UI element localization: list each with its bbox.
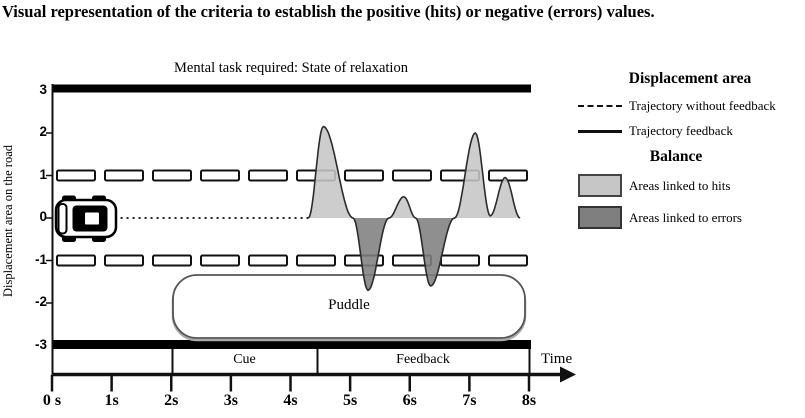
puddle-label: Puddle bbox=[328, 297, 370, 313]
legend-item-label: Areas linked to errors bbox=[629, 209, 742, 225]
lane-dash bbox=[200, 169, 240, 182]
road-boundary-top bbox=[52, 84, 531, 93]
time-tick-label: 0 s bbox=[42, 392, 62, 409]
y-tick-label: -3 bbox=[34, 336, 47, 352]
time-axis-label: Time bbox=[541, 351, 573, 367]
figure-caption: Visual representation of the criteria to… bbox=[2, 2, 655, 21]
lane-dash bbox=[248, 254, 288, 267]
band-dividers bbox=[51, 349, 531, 374]
lane-dash bbox=[200, 254, 240, 267]
lane-dash bbox=[152, 169, 192, 182]
puddle bbox=[171, 274, 527, 342]
lane-dash bbox=[152, 254, 192, 267]
mental-task-header: Mental task required: State of relaxatio… bbox=[174, 60, 408, 76]
legend-item-hits: Areas linked to hits bbox=[578, 174, 804, 197]
errors-swatch bbox=[578, 206, 622, 229]
y-tick-label: 3 bbox=[39, 81, 47, 97]
time-tick-label: 7s bbox=[462, 392, 477, 409]
lane-markers bbox=[56, 169, 528, 267]
time-axis-arrowhead bbox=[560, 366, 576, 383]
lane-dash bbox=[104, 169, 144, 182]
legend-item-label: Trajectory without feedback bbox=[629, 98, 776, 113]
lane-dash bbox=[344, 169, 384, 182]
y-tick-label: 1 bbox=[39, 166, 47, 182]
legend-item-label: Trajectory feedback bbox=[629, 123, 733, 138]
solid-line-swatch bbox=[578, 129, 622, 133]
time-tick-label: 5s bbox=[343, 392, 358, 409]
time-tick-label: 1s bbox=[104, 392, 119, 409]
legend-item-errors: Areas linked to errors bbox=[578, 206, 804, 229]
legend: Displacement area Trajectory without fee… bbox=[576, 70, 804, 238]
lane-dash bbox=[440, 254, 480, 267]
legend-title: Displacement area bbox=[628, 70, 752, 87]
lane-dash bbox=[488, 169, 528, 182]
hits-area bbox=[308, 126, 521, 218]
time-axis-ticks bbox=[50, 374, 531, 392]
y-tick-label: -2 bbox=[34, 294, 47, 309]
legend-item-label: Areas linked to hits bbox=[629, 177, 731, 193]
time-tick-label: 2s bbox=[164, 392, 179, 409]
y-tick-label: 0 bbox=[39, 209, 47, 224]
y-axis-title: Displacement area on the road bbox=[1, 145, 15, 298]
lane-dash bbox=[392, 169, 432, 182]
road-boundary-bottom bbox=[52, 340, 531, 349]
y-tick-label: 2 bbox=[39, 124, 47, 139]
y-axis-ticks bbox=[46, 132, 52, 304]
errors-area bbox=[308, 218, 521, 291]
legend-balance-title: Balance bbox=[649, 148, 703, 165]
car-icon bbox=[54, 195, 118, 242]
time-tick-label: 3s bbox=[223, 392, 238, 409]
lane-dash bbox=[296, 254, 336, 267]
time-tick-label: 6s bbox=[402, 392, 417, 409]
trajectory-feedback-line bbox=[307, 125, 521, 292]
y-tick-label: -1 bbox=[34, 251, 47, 267]
dashed-line-swatch bbox=[578, 105, 622, 107]
lane-dash bbox=[488, 254, 528, 267]
lane-dash bbox=[248, 169, 288, 182]
cue-band-label: Cue bbox=[233, 352, 256, 367]
lane-dash bbox=[56, 254, 96, 267]
lane-dash bbox=[104, 254, 144, 267]
time-tick-label: 8s bbox=[521, 392, 537, 409]
time-tick-label: 4s bbox=[283, 392, 298, 409]
legend-item-trajectory-without-feedback: Trajectory without feedback bbox=[578, 98, 804, 114]
lane-dash bbox=[56, 169, 96, 182]
hits-swatch bbox=[578, 174, 622, 197]
feedback-band-label: Feedback bbox=[396, 352, 450, 367]
legend-item-trajectory-feedback: Trajectory feedback bbox=[578, 123, 804, 139]
